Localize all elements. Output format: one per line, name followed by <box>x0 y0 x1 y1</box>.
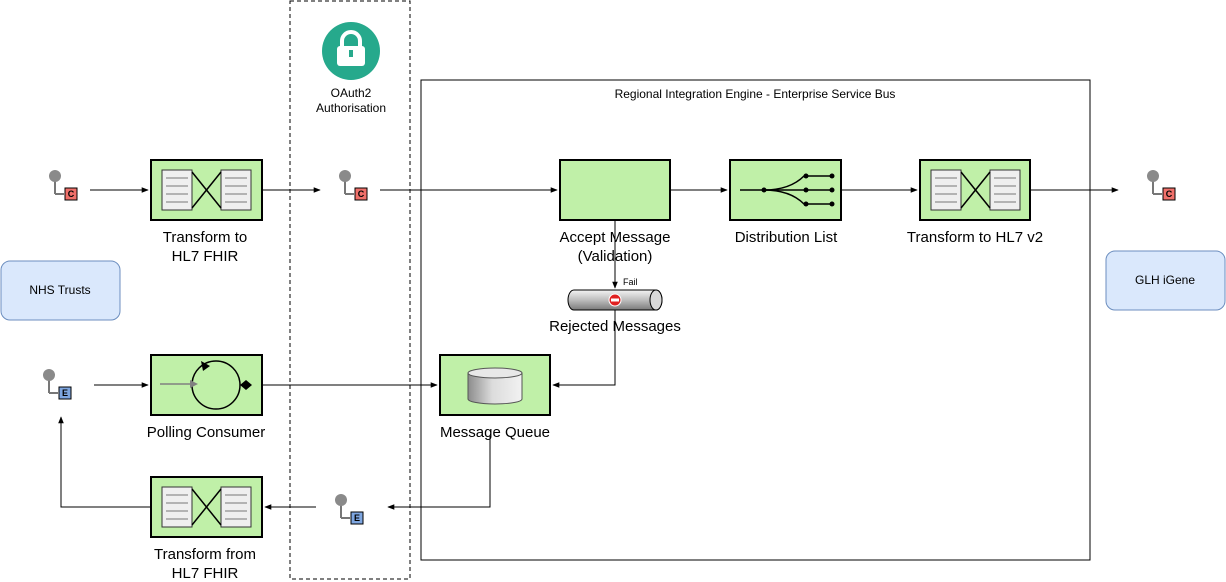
transform-from-fhir-label-2: HL7 FHIR <box>172 565 239 582</box>
glh-igene-box[interactable] <box>1105 250 1226 311</box>
endpoint-channel-igene[interactable]: C <box>1147 170 1176 201</box>
transform-from-fhir-label-1: Transform from <box>154 546 256 563</box>
endpoint-event-nhs[interactable]: E <box>43 369 72 400</box>
event-badge-letter: E <box>62 388 68 398</box>
lock-icon <box>322 22 380 80</box>
endpoint-channel-nhs[interactable]: C <box>49 170 78 201</box>
esb-title: Regional Integration Engine - Enterprise… <box>615 87 896 101</box>
oauth-label-line2: Authorisation <box>316 101 386 115</box>
transform-to-v2-label: Transform to HL7 v2 <box>907 229 1043 246</box>
oauth-zone <box>289 0 411 580</box>
polling-consumer-node[interactable] <box>150 354 263 416</box>
message-queue-label: Message Queue <box>440 424 550 441</box>
transform-to-v2-node[interactable] <box>919 159 1031 221</box>
transform-from-fhir-node[interactable] <box>150 476 263 538</box>
distribution-list-node[interactable] <box>729 159 842 221</box>
channel-badge-letter: C <box>68 189 75 199</box>
rejected-messages-channel[interactable] <box>567 289 663 311</box>
event-badge-letter: E <box>354 513 360 523</box>
oauth-label-line1: OAuth2 <box>331 86 372 100</box>
polling-consumer-label: Polling Consumer <box>147 424 265 441</box>
edge-queue-to-oauth-event <box>387 436 491 510</box>
fail-label: Fail <box>623 277 638 287</box>
endpoint-event-oauth[interactable]: E <box>335 494 364 525</box>
nhs-trusts-label: NHS Trusts <box>29 283 90 297</box>
glh-igene-label: GLH iGene <box>1135 273 1195 287</box>
transform-to-fhir-label-2: HL7 FHIR <box>172 248 239 265</box>
esb-zone[interactable] <box>420 79 1091 561</box>
message-queue-node[interactable] <box>439 354 551 416</box>
nhs-trusts-box[interactable] <box>0 260 121 321</box>
accept-message-node[interactable] <box>559 159 671 221</box>
edge-rejected-to-queue <box>552 310 616 388</box>
transform-to-fhir-label-1: Transform to <box>163 229 247 246</box>
channel-badge-letter: C <box>1166 189 1173 199</box>
connectors <box>58 187 1119 510</box>
channel-badge-letter: C <box>358 189 365 199</box>
endpoint-channel-oauth[interactable]: C <box>339 170 368 201</box>
transform-to-fhir-node[interactable] <box>150 159 263 221</box>
distribution-list-label: Distribution List <box>735 229 838 246</box>
edge-transform-to-nhs-event <box>58 416 151 508</box>
